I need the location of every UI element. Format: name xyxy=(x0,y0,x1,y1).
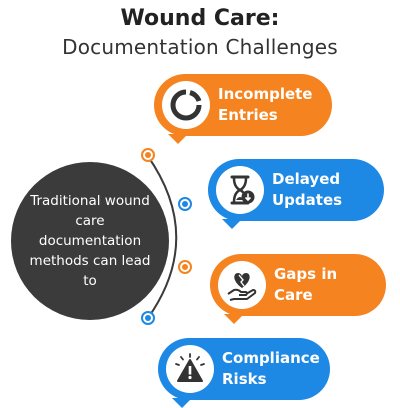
callout-tail xyxy=(168,134,188,144)
callout-gaps-in-care: Gaps in Care xyxy=(210,254,386,324)
incomplete-circle-icon xyxy=(162,81,210,129)
callout-compliance-risks: Compliance Risks xyxy=(158,338,330,408)
connector-dot-compliance xyxy=(141,311,155,325)
callout-label: Gaps in Care xyxy=(274,265,338,304)
callout-delayed-updates: Delayed Updates xyxy=(208,159,384,229)
callout-incomplete-entries: Incomplete Entries xyxy=(154,74,332,144)
callout-tail xyxy=(222,219,242,229)
callout-label: Delayed Updates xyxy=(272,170,343,209)
page-subtitle: Documentation Challenges xyxy=(62,35,338,59)
page-title: Wound Care: xyxy=(120,6,280,31)
callout-label: Incomplete Entries xyxy=(218,85,313,124)
callout-label: Compliance Risks xyxy=(222,349,320,388)
hub-circle: Traditional wound care documentation met… xyxy=(11,162,169,320)
hub-text: Traditional wound care documentation met… xyxy=(29,193,151,289)
callout-tail xyxy=(224,314,244,324)
heart-in-hand-icon xyxy=(218,261,266,309)
warning-icon xyxy=(166,345,214,393)
hourglass-icon xyxy=(216,166,264,214)
connector-dot-delayed xyxy=(178,197,192,211)
connector-dot-gaps xyxy=(178,260,192,274)
connector-dot-incomplete xyxy=(141,148,155,162)
title-block: Wound Care: Documentation Challenges xyxy=(0,6,400,60)
